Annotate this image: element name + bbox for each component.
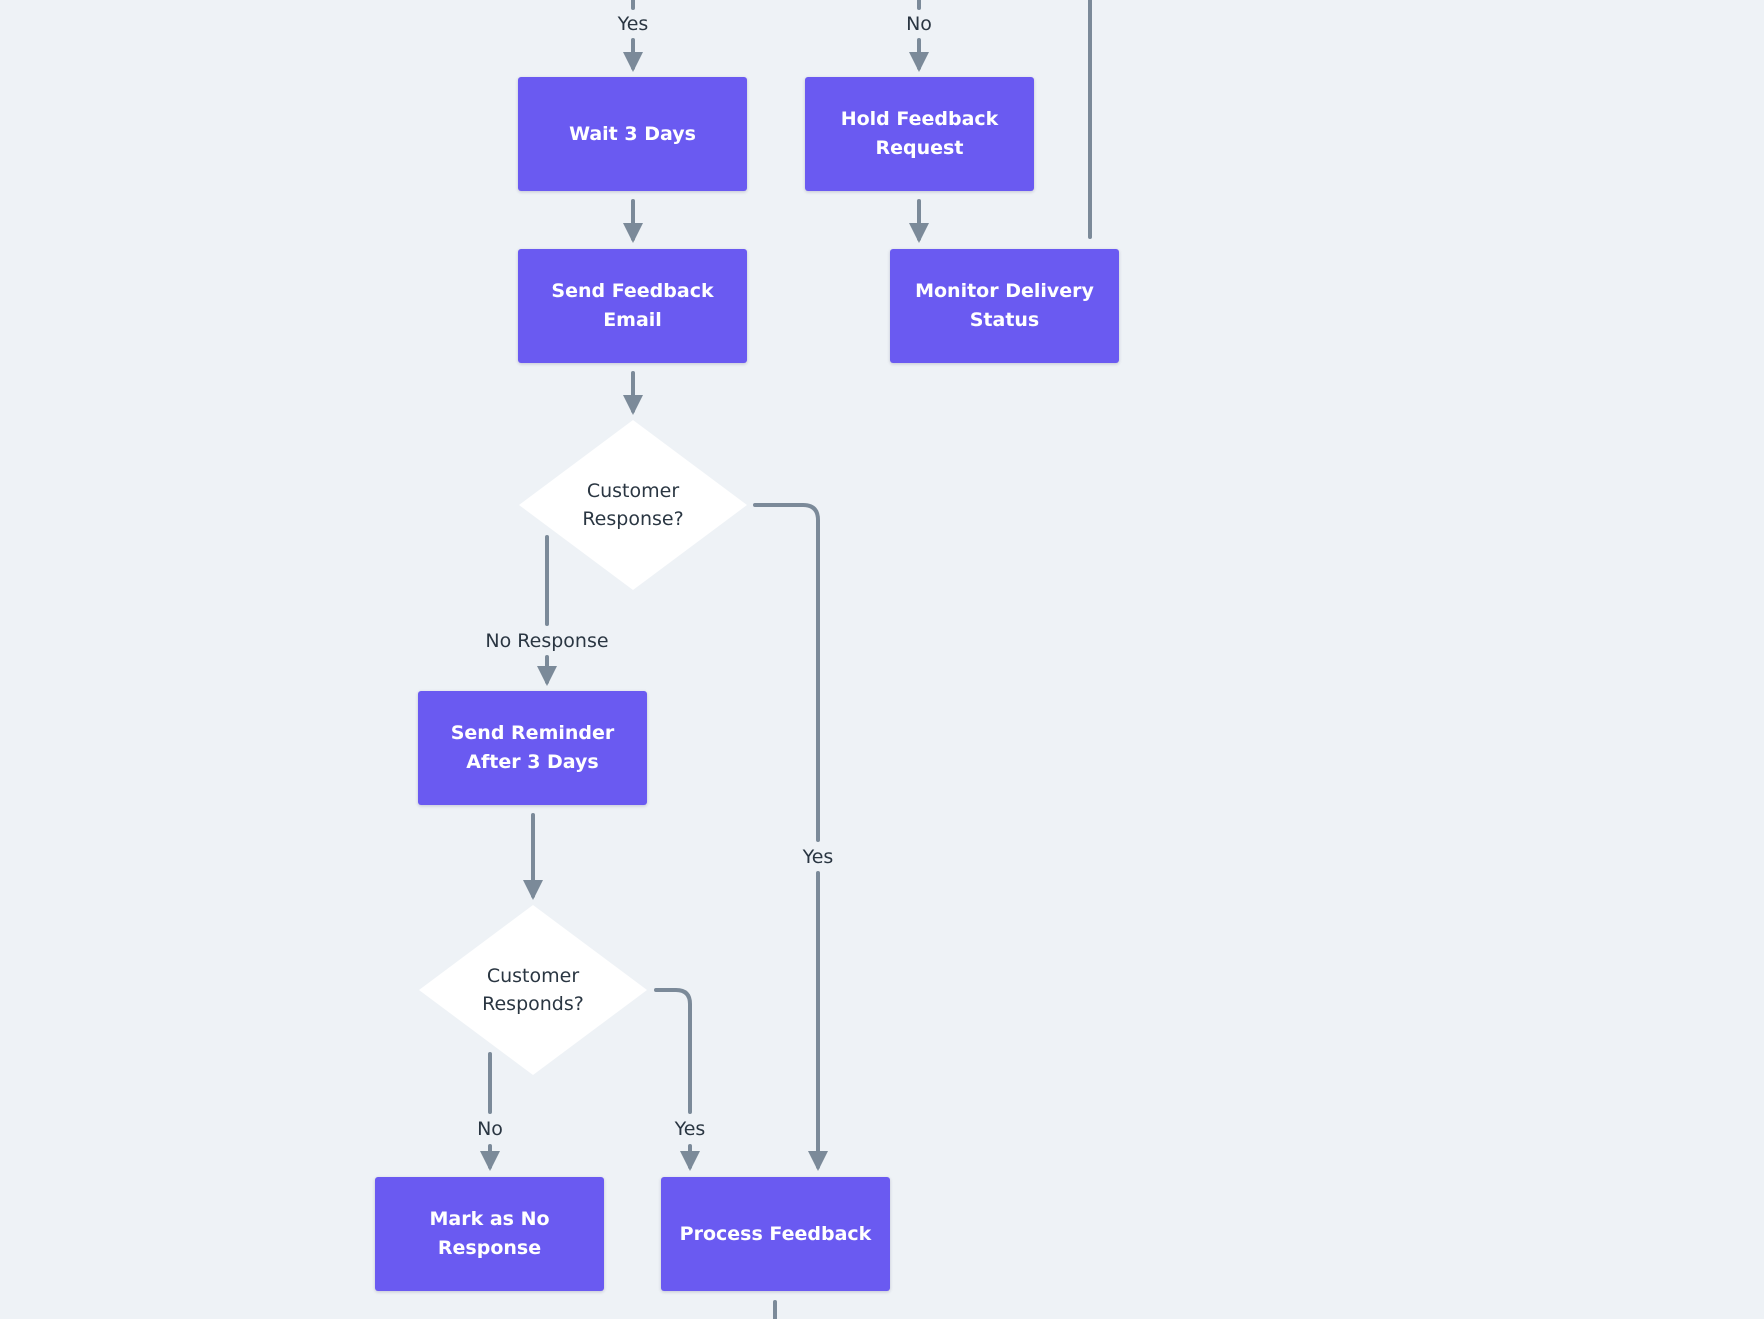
node-send-feedback-email[interactable]: Send Feedback Email — [518, 249, 747, 363]
edge-response-yes — [753, 503, 820, 842]
node-mark-no-response[interactable]: Mark as No Response — [375, 1177, 604, 1291]
edge-responds-yes — [654, 988, 692, 1114]
edge-label-responds-yes: Yes — [670, 1117, 710, 1141]
decision-diamond-customer-response[interactable] — [519, 420, 747, 590]
edge-label-top-no: No — [902, 12, 936, 36]
node-hold-feedback-request[interactable]: Hold Feedback Request — [805, 77, 1034, 191]
edge-label-responds-no: No — [473, 1117, 507, 1141]
node-send-reminder[interactable]: Send Reminder After 3 Days — [418, 691, 647, 805]
edge-label-no-response: No Response — [481, 629, 613, 653]
edge-label-top-yes: Yes — [613, 12, 653, 36]
edge-label-response-yes: Yes — [798, 845, 838, 869]
decision-diamond-customer-responds[interactable] — [419, 905, 647, 1075]
node-monitor-delivery-status[interactable]: Monitor Delivery Status — [890, 249, 1119, 363]
node-process-feedback[interactable]: Process Feedback — [661, 1177, 890, 1291]
node-wait-3-days[interactable]: Wait 3 Days — [518, 77, 747, 191]
